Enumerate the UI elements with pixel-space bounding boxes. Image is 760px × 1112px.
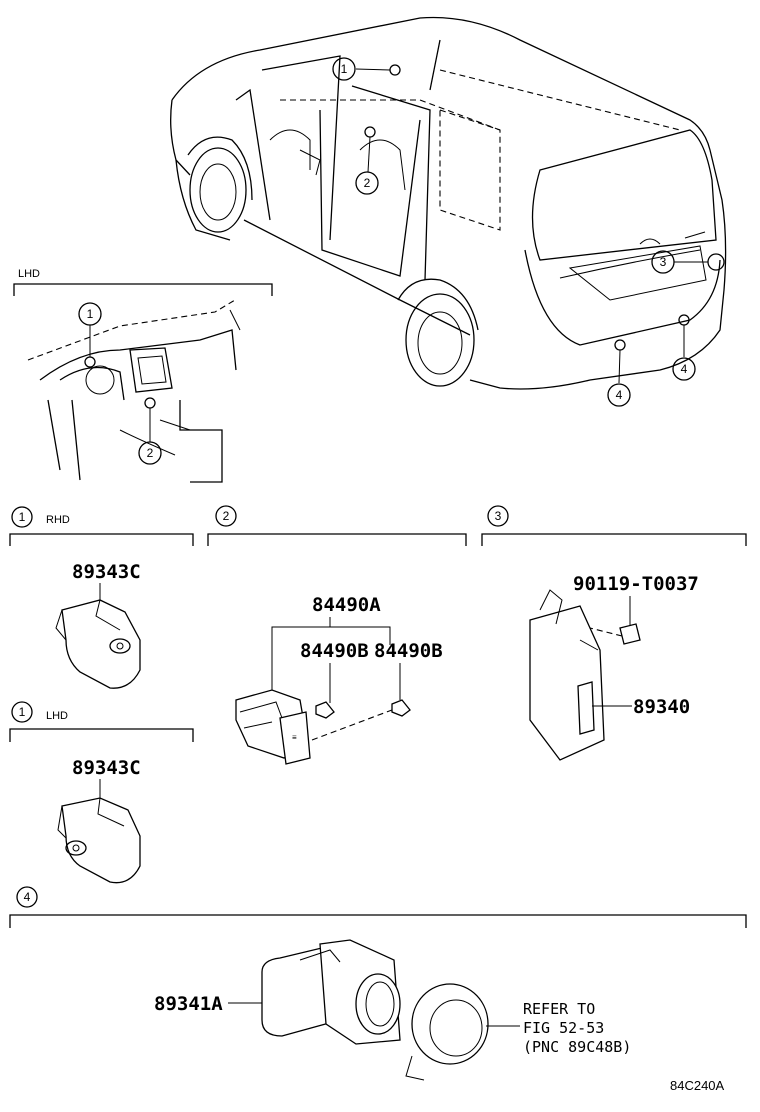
callout-3-car: 3 (660, 255, 667, 269)
callout-1-rhd: 1 (19, 510, 26, 524)
section-3-module: 3 90119-T0037 89340 (481, 505, 747, 761)
callout-1-inset: 1 (87, 307, 94, 321)
refer-line-2: FIG 52-53 (523, 1019, 604, 1037)
section-4-sensor: 4 89341A REFER TO FIG 52-53 (PNC 89C48B) (9, 886, 747, 1081)
callout-2-car: 2 (364, 176, 371, 190)
lhd-inset-label: LHD (18, 268, 40, 280)
part-84490b-2: 84490B (374, 640, 443, 662)
part-90119-t0037: 90119-T0037 (573, 573, 699, 595)
refer-line-3: (PNC 89C48B) (523, 1038, 631, 1056)
part-84490a: 84490A (312, 594, 381, 616)
part-89340: 89340 (633, 696, 690, 718)
part-84490b-1: 84490B (300, 640, 369, 662)
callout-1-lhd: 1 (19, 705, 26, 719)
part-89343c-rhd: 89343C (72, 561, 141, 583)
svg-text:≡: ≡ (292, 733, 297, 742)
callout-4-car-a: 4 (616, 388, 623, 402)
section-2-switch: 2 84490A 84490B 84490B ≡ (207, 505, 467, 765)
section-1-lhd: 1 LHD 89343C (9, 701, 194, 884)
callout-2-inset: 2 (147, 446, 154, 460)
callout-1-car: 1 (341, 62, 348, 76)
lhd-dashboard-inset: LHD 1 2 (13, 268, 273, 483)
callout-3-section: 3 (495, 509, 502, 523)
part-89341a: 89341A (154, 993, 223, 1015)
diagram-code: 84C240A (670, 1078, 725, 1093)
vehicle-illustration: 1 2 3 4 4 (170, 16, 727, 407)
callout-2-section: 2 (223, 509, 230, 523)
refer-line-1: REFER TO (523, 1000, 595, 1018)
rhd-label: RHD (46, 514, 70, 526)
callout-4-car-b: 4 (681, 362, 688, 376)
section-1-rhd: 1 RHD 89343C (9, 506, 194, 689)
lhd-label: LHD (46, 710, 68, 722)
callout-4-section: 4 (24, 890, 31, 904)
part-89343c-lhd: 89343C (72, 757, 141, 779)
